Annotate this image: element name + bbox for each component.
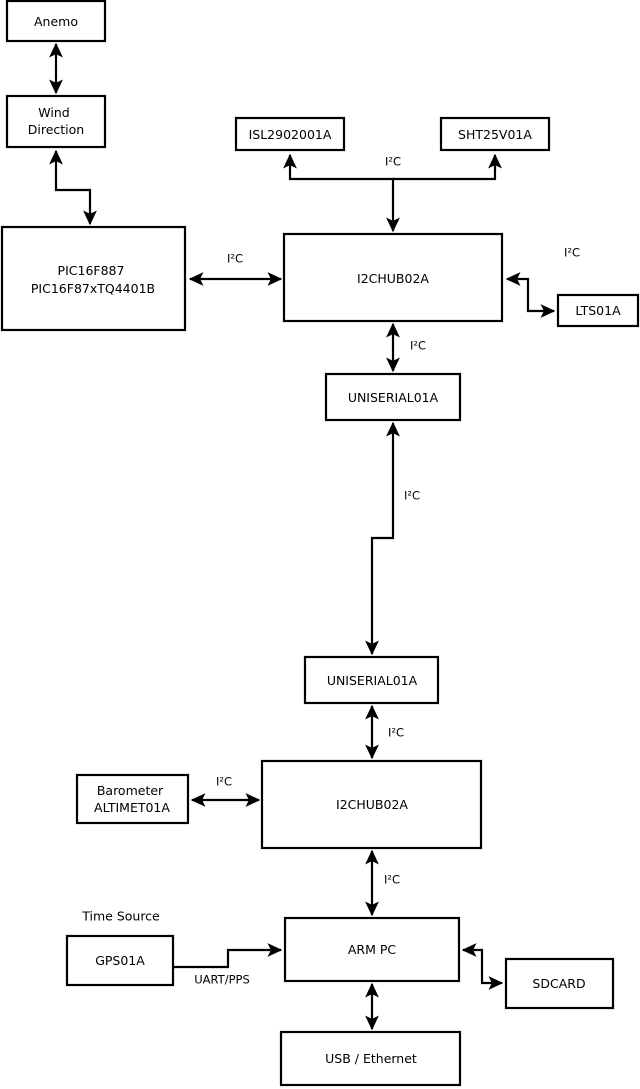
edge-label-pic-hub: I²C xyxy=(227,252,243,266)
node-sht25v01a-box[interactable] xyxy=(439,116,551,152)
edge-label-hub-uniserial: I²C xyxy=(410,339,426,353)
edge-label-uart-pps: UART/PPS xyxy=(194,973,250,987)
node-anemo-box[interactable] xyxy=(5,0,107,43)
connector-bus-sht xyxy=(393,153,502,181)
node-arm-pc-label: ARM PC xyxy=(348,942,397,957)
node-sdcard-label: SDCARD xyxy=(532,976,585,991)
node-pic-microcontroller[interactable]: PIC16F887 PIC16F87xTQ4401B xyxy=(0,225,187,332)
node-pic-microcontroller-box[interactable] xyxy=(0,225,187,332)
connector-gps-armpc xyxy=(173,943,283,969)
edge-label-uniserial-link: I²C xyxy=(404,489,420,503)
node-barometer-box[interactable] xyxy=(75,773,190,825)
node-wind-direction-box[interactable] xyxy=(5,94,107,149)
node-barometer-label: Barometer ALTIMET01A xyxy=(94,783,170,815)
node-isl2902001a-label: ISL2902001A xyxy=(249,127,332,142)
connector-uniserial-top-uniserial-bottom xyxy=(365,421,400,656)
node-sdcard[interactable]: SDCARD xyxy=(504,957,615,1010)
node-uniserial01a-top-box[interactable] xyxy=(324,372,462,422)
node-usb-ethernet-label: USB / Ethernet xyxy=(325,1051,417,1066)
edge-label-barometer-hub: I²C xyxy=(216,775,232,789)
node-i2chub02a-top-box[interactable] xyxy=(282,232,504,323)
edge-label-hub-lts: I²C xyxy=(564,246,580,260)
node-uniserial01a-bottom-box[interactable] xyxy=(303,655,440,705)
node-isl2902001a[interactable]: ISL2902001A xyxy=(234,116,346,152)
node-i2chub02a-bottom-label: I2CHUB02A xyxy=(336,797,408,812)
connector-hub-top-bus xyxy=(283,153,400,233)
node-lts01a-box[interactable] xyxy=(556,293,640,328)
node-uniserial01a-top-label: UNISERIAL01A xyxy=(348,390,439,405)
node-gps01a-label: GPS01A xyxy=(95,953,145,968)
node-i2chub02a-top[interactable]: I2CHUB02A xyxy=(282,232,504,323)
connector-pic-wind-direction xyxy=(49,149,97,226)
node-usb-ethernet[interactable]: USB / Ethernet xyxy=(279,1030,462,1087)
node-uniserial01a-bottom-label: UNISERIAL01A xyxy=(327,673,418,688)
node-isl2902001a-box[interactable] xyxy=(234,116,346,152)
node-wind-direction-label: Wind Direction xyxy=(28,105,84,137)
node-wind-direction[interactable]: Wind Direction xyxy=(5,94,107,149)
node-arm-pc-box[interactable] xyxy=(283,916,461,983)
node-uniserial01a-bottom[interactable]: UNISERIAL01A xyxy=(303,655,440,705)
node-sht25v01a[interactable]: SHT25V01A xyxy=(439,116,551,152)
node-i2chub02a-bottom-box[interactable] xyxy=(260,759,483,850)
node-lts01a-label: LTS01A xyxy=(575,303,621,318)
connectors xyxy=(49,42,556,1031)
label-time-source: Time Source xyxy=(81,909,160,924)
node-i2chub02a-bottom[interactable]: I2CHUB02A xyxy=(260,759,483,850)
node-lts01a[interactable]: LTS01A xyxy=(556,293,640,328)
edge-label-hub-sensors: I²C xyxy=(385,155,401,169)
edge-labels: I²C I²C I²C I²C I²C I²C I²C I²C UART/PPS xyxy=(194,155,580,987)
node-gps01a[interactable]: GPS01A xyxy=(65,934,175,987)
node-gps01a-box[interactable] xyxy=(65,934,175,987)
node-i2chub02a-top-label: I2CHUB02A xyxy=(357,271,429,286)
node-anemo[interactable]: Anemo xyxy=(5,0,107,43)
node-sdcard-box[interactable] xyxy=(504,957,615,1010)
connector-hub-top-lts xyxy=(505,272,556,318)
node-usb-ethernet-box[interactable] xyxy=(279,1030,462,1087)
node-arm-pc[interactable]: ARM PC xyxy=(283,916,461,983)
edge-label-uniserial-hub: I²C xyxy=(388,726,404,740)
connector-armpc-sdcard xyxy=(461,943,504,990)
node-barometer[interactable]: Barometer ALTIMET01A xyxy=(75,773,190,825)
edge-label-hub-armpc: I²C xyxy=(384,873,400,887)
node-anemo-label: Anemo xyxy=(34,14,78,29)
node-uniserial01a-top[interactable]: UNISERIAL01A xyxy=(324,372,462,422)
node-sht25v01a-label: SHT25V01A xyxy=(458,127,532,142)
node-pic-microcontroller-label: PIC16F887 PIC16F87xTQ4401B xyxy=(31,263,155,296)
free-labels: Time Source xyxy=(81,909,160,924)
